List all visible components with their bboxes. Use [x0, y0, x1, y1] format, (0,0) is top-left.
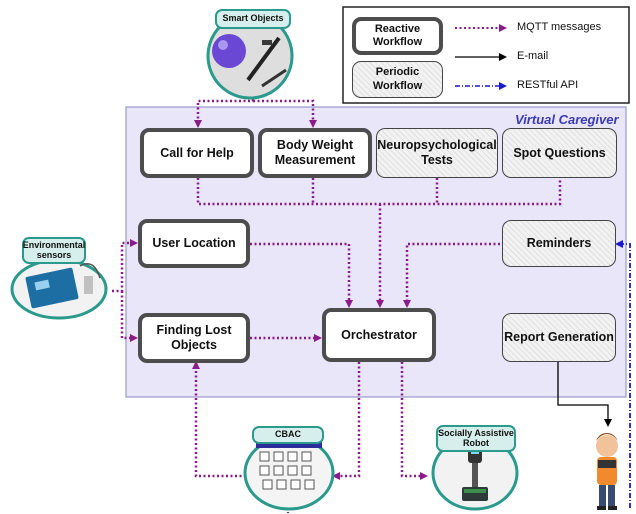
robot-image: [431, 435, 519, 511]
spot-questions-label: Spot Questions: [513, 145, 606, 160]
arrow-orchestrator-to-cbac: [332, 362, 361, 480]
legend-reactive-label: Reactive Workflow: [372, 22, 423, 48]
legend-email-text: E-mail: [517, 50, 549, 62]
smart-objects-label: Smart Objects: [222, 13, 284, 24]
legend-rest-text: RESTful API: [517, 79, 579, 91]
body-weight-label: Body Weight Measurement: [274, 138, 356, 167]
environmental-sensors-label: Environmental sensors: [22, 239, 86, 260]
user-location-node: User Location: [138, 219, 250, 268]
legend-mqtt-text: MQTT messages: [517, 21, 602, 33]
arrow-rest-to-reminders: [615, 240, 631, 508]
environmental-sensors-image: [10, 258, 108, 320]
legend-periodic-label: Periodic Workflow: [372, 66, 423, 92]
virtual-caregiver-title: Virtual Caregiver: [515, 112, 619, 127]
user-location-label: User Location: [152, 236, 236, 250]
legend-periodic-box: Periodic Workflow: [352, 61, 443, 98]
report-generation-label: Report Generation: [504, 330, 614, 344]
body-weight-node: Body Weight Measurement: [258, 128, 372, 178]
smart-objects-tag: Smart Objects: [215, 9, 291, 29]
legend-reactive-box: Reactive Workflow: [352, 17, 443, 55]
user-person-image: [596, 433, 618, 510]
robot-tag: Socially Assistive Robot: [436, 425, 516, 452]
neuropsychological-tests-label: Neuropsychological Tests: [377, 138, 497, 167]
arrow-orchestrator-to-robot: [400, 362, 428, 480]
reminders-label: Reminders: [526, 236, 592, 250]
call-for-help-node: Call for Help: [140, 128, 254, 178]
reminders-node: Reminders: [502, 220, 616, 267]
report-generation-node: Report Generation: [502, 313, 616, 362]
arrow-cbac-to-finding: [192, 361, 246, 478]
arrow-location-to-orchestrator: [250, 242, 353, 308]
cbac-label: CBAC: [275, 429, 301, 440]
arrow-email-to-user: [557, 362, 612, 427]
call-for-help-label: Call for Help: [160, 145, 234, 160]
arrow-smart-objects: [194, 77, 255, 128]
spot-questions-node: Spot Questions: [502, 128, 617, 178]
orchestrator-node: Orchestrator: [322, 308, 436, 362]
neuropsychological-tests-node: Neuropsychological Tests: [376, 128, 498, 178]
finding-lost-objects-node: Finding Lost Objects: [138, 313, 250, 363]
cbac-tag: CBAC: [252, 426, 324, 444]
finding-lost-objects-label: Finding Lost Objects: [156, 323, 232, 352]
arrow-env-to-location: [112, 239, 138, 293]
arrow-env-to-finding: [120, 291, 138, 342]
cbac-image: [243, 435, 335, 511]
arrow-smart-objects-2: [253, 99, 317, 128]
robot-label: Socially Assistive Robot: [438, 427, 514, 448]
environmental-sensors-tag: Environmental sensors: [22, 237, 86, 264]
orchestrator-label: Orchestrator: [341, 327, 417, 342]
